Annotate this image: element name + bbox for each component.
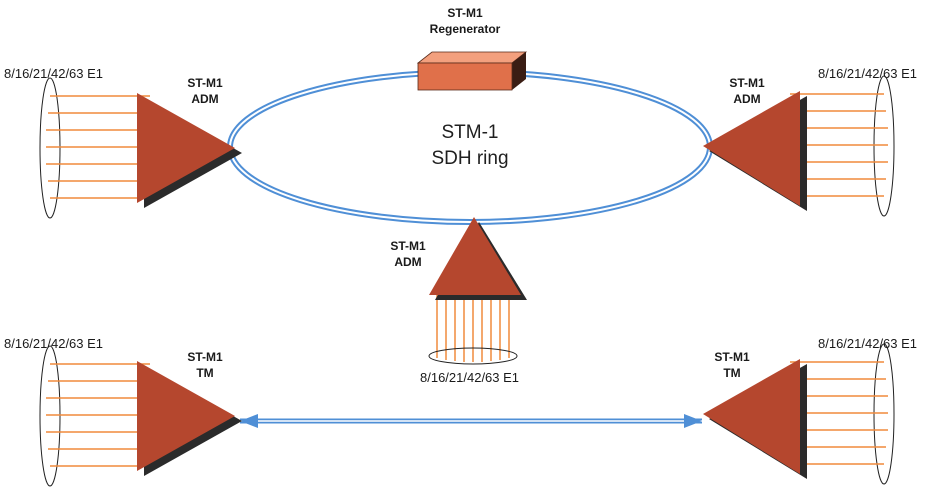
tm-right-label-line1: ST-M1 [714, 350, 750, 364]
tm-right-label: ST-M1 TM [702, 349, 762, 381]
tm-right-label-line2: TM [723, 366, 741, 380]
adm-bottom-node [428, 217, 527, 365]
tm-left-label-line1: ST-M1 [187, 350, 223, 364]
ring-label-line2: SDH ring [431, 148, 509, 169]
adm-bottom-label: ST-M1 ADM [378, 238, 438, 270]
regenerator-label-line2: Regenerator [429, 22, 501, 36]
arrow-right-icon [684, 414, 702, 428]
regenerator-label-line1: ST-M1 [447, 6, 483, 20]
adm-left-label-line1: ST-M1 [187, 76, 223, 90]
tm-link [240, 414, 702, 428]
e1-label-top-right: 8/16/21/42/63 E1 [818, 66, 918, 81]
regenerator-box [416, 51, 528, 91]
tm-right-node [703, 343, 895, 485]
regenerator-label: ST-M1 Regenerator [420, 5, 510, 37]
tm-left-node [39, 345, 242, 487]
adm-right-label-line2: ADM [733, 92, 761, 106]
e1-label-bottom-right: 8/16/21/42/63 E1 [818, 336, 918, 351]
ring-label-line1: STM-1 [441, 122, 499, 143]
arrow-left-icon [240, 414, 258, 428]
tm-left-label-line2: TM [196, 366, 214, 380]
adm-bottom-label-line2: ADM [394, 255, 422, 269]
ring-label: STM-1 SDH ring [400, 120, 540, 172]
e1-label-bottom-center: 8/16/21/42/63 E1 [420, 370, 520, 385]
adm-left-label: ST-M1 ADM [175, 75, 235, 107]
e1-label-top-left: 8/16/21/42/63 E1 [4, 66, 104, 81]
tm-left-label: ST-M1 TM [175, 349, 235, 381]
adm-right-label-line1: ST-M1 [729, 76, 765, 90]
adm-right-node [703, 75, 895, 217]
e1-label-bottom-left: 8/16/21/42/63 E1 [4, 336, 104, 351]
adm-right-label: ST-M1 ADM [717, 75, 777, 107]
adm-left-label-line2: ADM [191, 92, 219, 106]
adm-bottom-label-line1: ST-M1 [390, 239, 426, 253]
adm-left-node [39, 77, 242, 219]
